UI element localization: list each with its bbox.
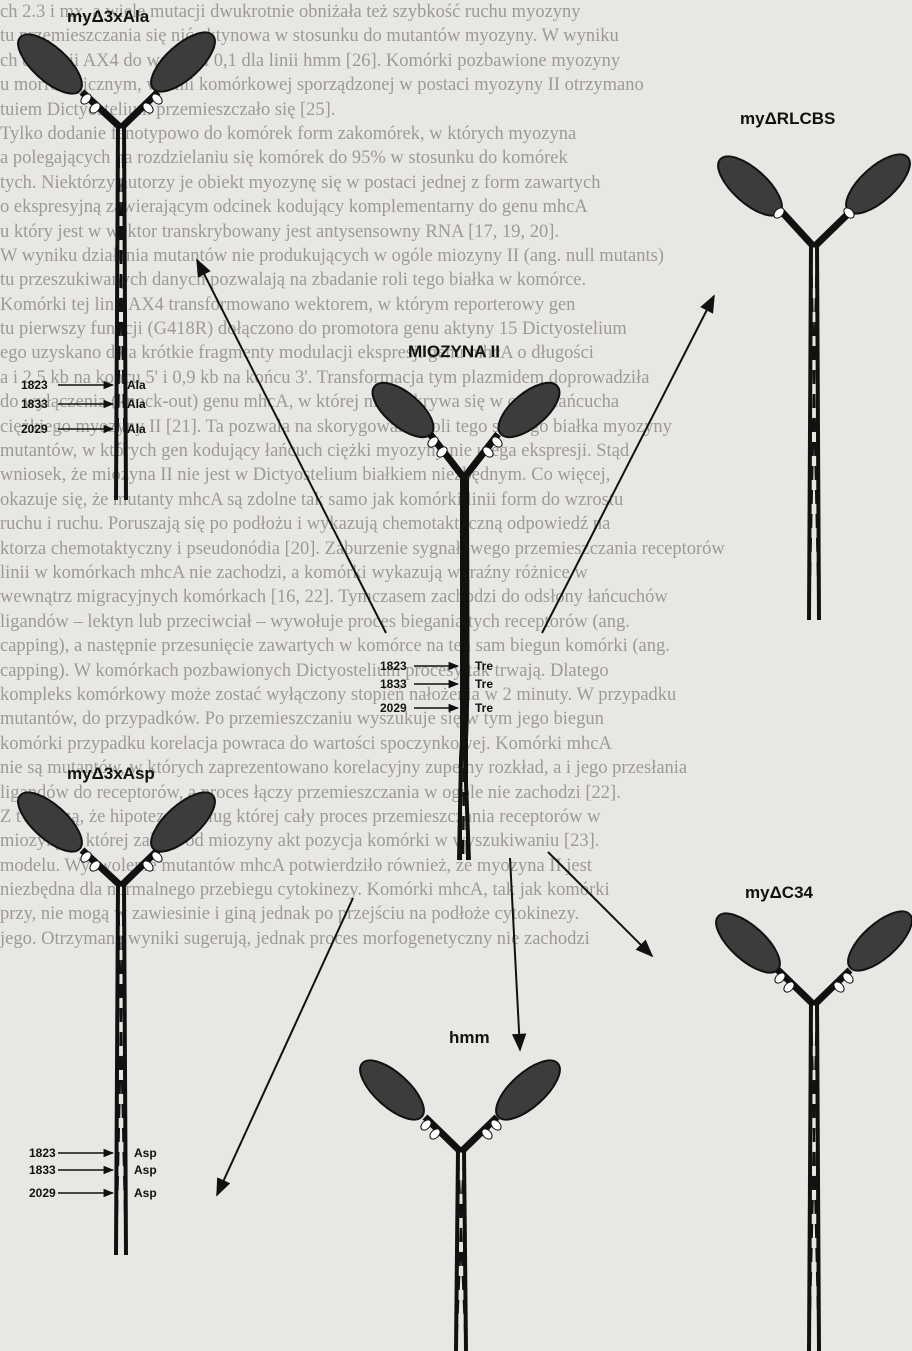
residue-label: Asp (134, 1146, 157, 1160)
molecule-wild-type (364, 373, 569, 860)
arrow-to-hmm (510, 858, 520, 1050)
myosin-head-left-icon (9, 783, 91, 862)
site-number: 1823 (21, 378, 48, 392)
myosin-head-left-icon (707, 904, 789, 983)
title-hmm: hmm (449, 1028, 490, 1047)
residue-label: Tre (475, 701, 493, 715)
myosin-head-right-icon (142, 783, 224, 862)
myosin-head-left-icon (364, 373, 443, 447)
residue-label: Tre (475, 659, 493, 673)
arrow-to-c34 (548, 852, 652, 956)
site-number: 1823 (380, 659, 407, 673)
site-number: 1823 (29, 1146, 56, 1160)
title-wild-type: MIOZYNA II (408, 342, 500, 361)
myosin-head-right-icon (490, 373, 569, 447)
myosin-head-right-icon (487, 1051, 569, 1130)
myosin-head-left-icon (351, 1051, 433, 1130)
molecule-asp (9, 783, 224, 1255)
site-number: 2029 (29, 1186, 56, 1200)
site-number: 1833 (380, 677, 407, 691)
site-number: 2029 (380, 701, 407, 715)
molecule-c34 (707, 902, 912, 1351)
arrow-to-asp (217, 898, 353, 1195)
title-ala: myΔ3xAla (67, 7, 150, 26)
site-number: 1833 (29, 1163, 56, 1177)
title-rlcbs: myΔRLCBS (740, 109, 835, 128)
residue-label: Asp (134, 1163, 157, 1177)
arrow-to-ala (197, 260, 386, 633)
residue-label: Asp (134, 1186, 157, 1200)
transformation-arrows (197, 260, 714, 1195)
site-number: 2029 (21, 422, 48, 436)
residue-label: Tre (475, 677, 493, 691)
residue-label: Ala (127, 422, 146, 436)
residue-label: Ala (127, 378, 146, 392)
myosin-head-right-icon (142, 23, 224, 102)
arrow-to-rlcbs (542, 296, 714, 633)
molecule-hmm (351, 1051, 569, 1351)
myosin-head-right-icon (839, 902, 912, 981)
title-asp: myΔ3xAsp (67, 764, 155, 783)
title-c34: myΔC34 (745, 883, 814, 902)
residue-label: Ala (127, 397, 146, 411)
myosin-head-left-icon (9, 25, 91, 104)
molecule-rlcbs (709, 145, 912, 620)
site-number: 1833 (21, 397, 48, 411)
